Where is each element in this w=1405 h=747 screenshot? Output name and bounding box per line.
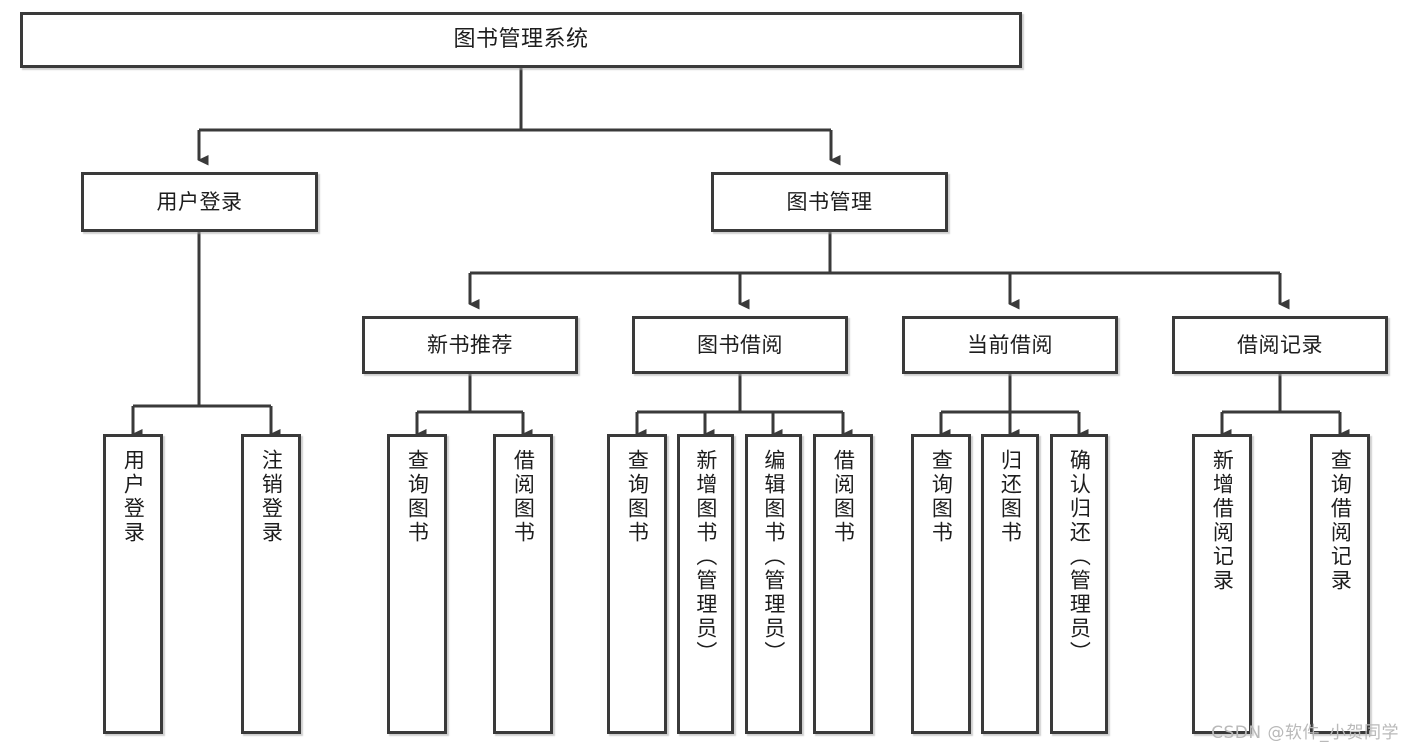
node-label: 图书管理系统 (453, 27, 589, 53)
node-user-login[interactable]: 用户登录 (81, 172, 318, 232)
watermark-text: CSDN @软件_小贺同学 (1211, 723, 1399, 743)
leaf-current-borrow-confirm-return[interactable]: 确认归还（管理员） (1050, 434, 1108, 734)
node-label: 注销登录 (259, 449, 284, 545)
leaf-user-login-login[interactable]: 用户登录 (103, 434, 163, 734)
node-label: 用户登录 (121, 449, 146, 545)
node-label: 新书推荐 (427, 332, 513, 357)
leaf-book-borrow-borrow[interactable]: 借阅图书 (813, 434, 873, 734)
node-label: 编辑图书（管理员） (761, 449, 786, 665)
node-root-book-management-system[interactable]: 图书管理系统 (20, 12, 1022, 68)
node-label: 查询图书 (625, 449, 650, 545)
leaf-new-book-borrow[interactable]: 借阅图书 (493, 434, 553, 734)
node-borrow-record[interactable]: 借阅记录 (1172, 316, 1388, 374)
node-label: 当前借阅 (967, 332, 1053, 357)
node-current-borrow[interactable]: 当前借阅 (902, 316, 1118, 374)
node-label: 新增借阅记录 (1210, 449, 1235, 593)
node-new-book-recommend[interactable]: 新书推荐 (362, 316, 578, 374)
leaf-book-borrow-query[interactable]: 查询图书 (607, 434, 667, 734)
node-label: 确认归还（管理员） (1067, 449, 1092, 665)
leaf-book-borrow-edit[interactable]: 编辑图书（管理员） (745, 434, 802, 734)
node-label: 查询图书 (929, 449, 954, 545)
node-label: 借阅图书 (511, 449, 536, 545)
node-book-management[interactable]: 图书管理 (711, 172, 948, 232)
node-label: 借阅记录 (1237, 332, 1323, 357)
leaf-current-borrow-query[interactable]: 查询图书 (911, 434, 971, 734)
node-label: 图书管理 (786, 189, 873, 214)
node-label: 查询借阅记录 (1328, 449, 1353, 593)
node-book-borrow[interactable]: 图书借阅 (632, 316, 848, 374)
leaf-book-borrow-add[interactable]: 新增图书（管理员） (677, 434, 734, 734)
leaf-borrow-record-query[interactable]: 查询借阅记录 (1310, 434, 1370, 734)
leaf-current-borrow-return[interactable]: 归还图书 (981, 434, 1039, 734)
node-label: 归还图书 (998, 449, 1023, 545)
node-label: 图书借阅 (697, 332, 783, 357)
leaf-borrow-record-add[interactable]: 新增借阅记录 (1192, 434, 1252, 734)
node-label: 用户登录 (156, 189, 243, 214)
node-label: 查询图书 (405, 449, 430, 545)
leaf-user-login-logout[interactable]: 注销登录 (241, 434, 301, 734)
leaf-new-book-query[interactable]: 查询图书 (387, 434, 447, 734)
node-label: 新增图书（管理员） (693, 449, 718, 665)
node-label: 借阅图书 (831, 449, 856, 545)
